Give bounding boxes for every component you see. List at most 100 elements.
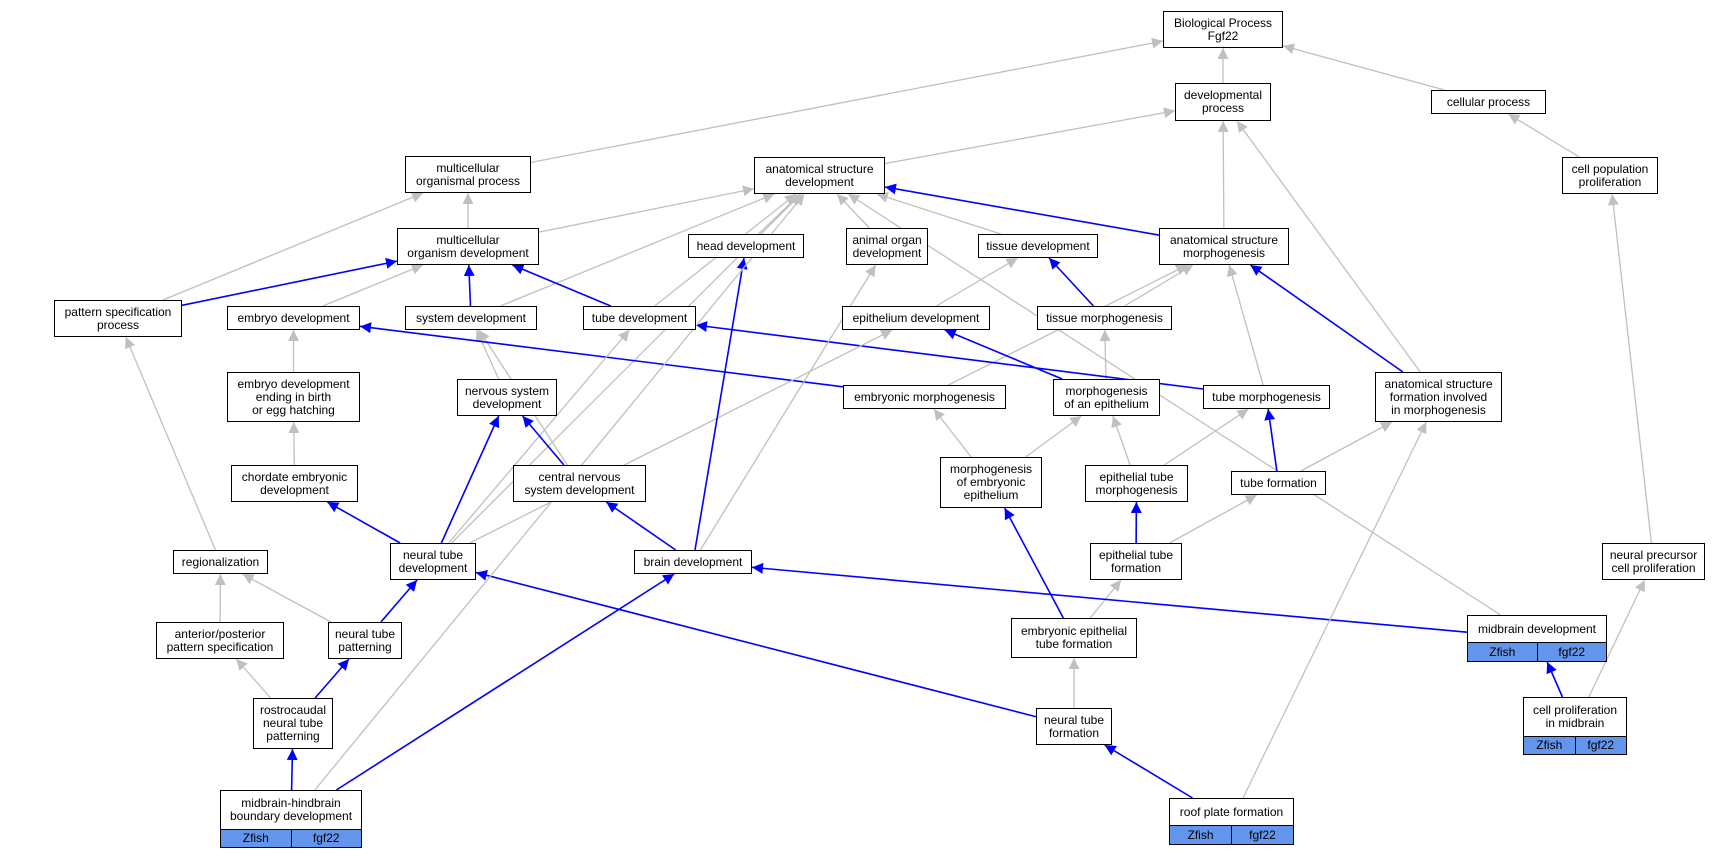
annotation-row: Zfish fgf22: [1468, 642, 1606, 661]
is-a-edge: [1111, 415, 1131, 466]
part-of-edge: [463, 264, 475, 307]
go-term-node-npcp[interactable]: neural precursor cell proliferation: [1602, 543, 1705, 580]
go-term-node-dev[interactable]: developmental process: [1175, 83, 1271, 121]
part-of-edge: [1546, 661, 1564, 698]
part-of-edge: [512, 264, 612, 307]
species-cell[interactable]: Zfish: [1536, 738, 1563, 752]
go-term-node-edbirth[interactable]: embryo development ending in birth or eg…: [227, 372, 360, 422]
gene-cell[interactable]: fgf22: [1231, 826, 1293, 844]
annotation-row: Zfish fgf22: [1524, 736, 1626, 754]
part-of-edge: [286, 748, 298, 791]
part-of-edge: [884, 183, 1160, 236]
go-term-node-brain[interactable]: brain development: [634, 550, 752, 574]
is-a-edge: [1025, 415, 1082, 458]
part-of-edge: [1264, 408, 1278, 472]
go-term-node-asd[interactable]: anatomical structure development: [754, 157, 885, 194]
go-term-node-psp[interactable]: pattern specification process: [54, 300, 182, 337]
go-term-node-eetf[interactable]: embryonic epithelial tube formation: [1011, 618, 1137, 658]
go-term-node-tubemorph[interactable]: tube morphogenesis: [1203, 385, 1330, 409]
is-a-edge: [124, 336, 217, 551]
is-a-edge: [538, 185, 755, 233]
is-a-edge: [1508, 113, 1580, 158]
go-term-node-bp[interactable]: Biological Process Fgf22: [1163, 11, 1283, 48]
go-term-node-tubedev[interactable]: tube development: [583, 306, 696, 330]
go-term-label: cell proliferation in midbrain: [1532, 703, 1618, 730]
go-term-node-chordate[interactable]: chordate embryonic development: [231, 465, 358, 502]
go-term-node-mop[interactable]: multicellular organismal process: [405, 156, 531, 193]
go-term-node-etm[interactable]: epithelial tube morphogenesis: [1085, 465, 1188, 502]
is-a-edge: [1588, 579, 1646, 698]
part-of-edge: [359, 322, 844, 388]
is-a-edge: [1217, 120, 1229, 229]
go-term-node-nsd[interactable]: nervous system development: [457, 379, 557, 416]
go-term-label: midbrain development: [1477, 621, 1597, 636]
go-term-node-embryo[interactable]: embryo development: [227, 306, 360, 330]
is-a-edge: [1163, 408, 1249, 466]
is-a-edge: [847, 193, 1501, 616]
go-term-node-tubeform[interactable]: tube formation: [1231, 471, 1326, 495]
go-term-node-tissue[interactable]: tissue development: [978, 234, 1098, 258]
go-term-node-emorph[interactable]: embryonic morphogenesis: [843, 385, 1006, 409]
is-a-edge: [530, 37, 1164, 164]
go-term-node-moee[interactable]: morphogenesis of embryonic epithelium: [940, 457, 1042, 508]
is-a-edge: [1226, 264, 1264, 386]
species-cell[interactable]: Zfish: [1489, 644, 1516, 659]
gene-cell[interactable]: fgf22: [290, 830, 362, 847]
go-term-node-epidev[interactable]: epithelium development: [842, 306, 990, 330]
go-term-node-rcnp[interactable]: rostrocaudal neural tube patterning: [253, 698, 333, 749]
part-of-edge: [335, 573, 675, 791]
go-term-node-head[interactable]: head development: [688, 234, 804, 258]
is-a-edge: [884, 107, 1176, 165]
is-a-edge: [1236, 120, 1421, 373]
is-a-edge: [1124, 264, 1194, 307]
part-of-edge: [605, 501, 677, 551]
species-cell[interactable]: Zfish: [242, 831, 269, 845]
part-of-edge: [695, 321, 1204, 390]
go-term-node-moe[interactable]: morphogenesis of an epithelium: [1053, 379, 1160, 416]
go-term-node-mod[interactable]: multicellular organism development: [397, 228, 539, 265]
part-of-edge: [475, 569, 1037, 718]
go-term-node-asfim[interactable]: anatomical structure formation involved …: [1375, 372, 1502, 422]
is-a-edge: [1300, 421, 1393, 472]
part-of-edge: [1104, 744, 1193, 799]
go-term-node-cnsd[interactable]: central nervous system development: [513, 465, 646, 502]
go-term-node-etf[interactable]: epithelial tube formation: [1090, 543, 1182, 580]
is-a-edge: [162, 192, 424, 301]
is-a-edge: [1242, 421, 1427, 799]
go-term-node-asm[interactable]: anatomical structure morphogenesis: [1159, 228, 1289, 265]
is-a-edge: [876, 192, 1002, 235]
is-a-edge: [500, 193, 775, 307]
go-term-node-aod[interactable]: animal organ development: [846, 228, 928, 265]
go-term-node-cellproc[interactable]: cellular process: [1431, 90, 1546, 114]
go-term-node-aps[interactable]: anterior/posterior pattern specification: [156, 622, 284, 659]
is-a-edge: [933, 408, 972, 458]
gene-cell[interactable]: fgf22: [1574, 737, 1627, 754]
part-of-edge: [314, 658, 350, 699]
part-of-edge: [1048, 257, 1095, 307]
go-term-node-sysdev[interactable]: system development: [405, 306, 537, 330]
is-a-edge: [836, 193, 870, 229]
part-of-edge: [694, 257, 748, 551]
is-a-edge: [235, 658, 272, 699]
is-a-edge: [758, 193, 801, 235]
go-term-node-ntd[interactable]: neural tube development: [390, 543, 476, 580]
go-term-node-ntf[interactable]: neural tube formation: [1036, 708, 1112, 745]
annotation-row: Zfish fgf22: [1170, 825, 1293, 844]
part-of-edge: [326, 501, 401, 544]
go-term-label: roof plate formation: [1179, 804, 1284, 819]
is-a-edge: [469, 329, 893, 544]
go-term-node-ntp[interactable]: neural tube patterning: [328, 622, 402, 659]
go-term-node-region[interactable]: regionalization: [173, 550, 268, 574]
go-term-label: midbrain-hindbrain boundary development: [229, 796, 353, 823]
go-term-node-cpp[interactable]: cell population proliferation: [1562, 157, 1658, 194]
is-a-edge: [1282, 43, 1445, 91]
is-a-edge: [242, 573, 332, 623]
species-cell[interactable]: Zfish: [1187, 827, 1214, 842]
go-term-node-tmorph[interactable]: tissue morphogenesis: [1037, 306, 1172, 330]
gene-cell[interactable]: fgf22: [1536, 643, 1607, 661]
